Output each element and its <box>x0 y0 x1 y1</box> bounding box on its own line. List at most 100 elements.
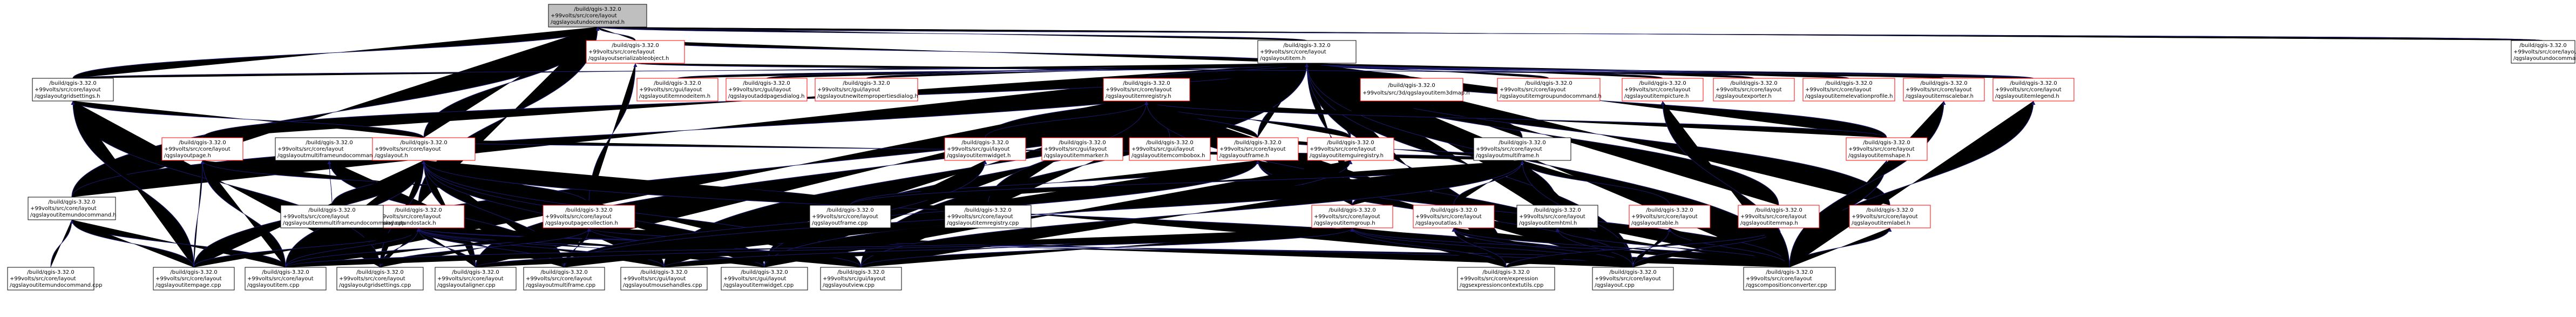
edge-n48-to-n37 <box>1506 227 1781 268</box>
node-box <box>1802 78 1895 102</box>
node-label-line: +99volts/src/core/layout <box>1476 146 1542 152</box>
graph-node[interactable]: /build/qgis-3.32.0+99volts/src/core/layo… <box>153 267 235 291</box>
graph-node[interactable]: /build/qgis-3.32.0+99volts/src/gui/layou… <box>721 267 808 291</box>
graph-node[interactable]: /build/qgis-3.32.0+99volts/src/core/layo… <box>1992 78 2075 102</box>
node-label-line: +99volts/src/core/layout <box>247 276 314 282</box>
node-label-line: /qgslayoutnewitempropertiesdialog.h <box>817 93 918 99</box>
graph-node[interactable]: /build/qgis-3.32.0+99volts/src/core/layo… <box>809 205 891 228</box>
graph-node[interactable]: /build/qgis-3.32.0+99volts/src/core/layo… <box>1103 78 1190 102</box>
node-label-line: /build/qgis-3.32.0 <box>1920 80 1967 86</box>
graph-node[interactable]: /build/qgis-3.32.0+99volts/src/core/layo… <box>1802 78 1895 102</box>
node-label-line: +99volts/src/core/layout <box>1805 87 1872 93</box>
graph-node[interactable]: /build/qgis-3.32.0+99volts/src/core/layo… <box>586 40 685 64</box>
graph-node[interactable]: /build/qgis-3.32.0+99volts/src/core/layo… <box>1473 137 1571 161</box>
graph-node[interactable]: /build/qgis-3.32.0+99volts/src/gui/layou… <box>620 267 708 291</box>
graph-node[interactable]: /build/qgis-3.32.0+99volts/src/core/layo… <box>1629 205 1711 228</box>
node-box <box>1592 267 1674 291</box>
graph-node[interactable]: /build/qgis-3.32.0+99volts/src/core/layo… <box>1738 205 1820 228</box>
node-label-line: /qgslayoutitem.h <box>1260 56 1306 62</box>
node-box <box>1629 205 1711 228</box>
graph-node[interactable]: /build/qgis-3.32.0+99volts/src/core/layo… <box>245 267 327 291</box>
node-label-line: /build/qgis-3.32.0 <box>826 207 873 213</box>
graph-node[interactable]: /build/qgis-3.32.0+99volts/src/core/layo… <box>28 197 117 220</box>
graph-node[interactable]: /build/qgis-3.32.0+99volts/src/core/layo… <box>523 267 605 291</box>
node-label-line: +99volts/src/core/layout <box>30 206 97 212</box>
node-label-line: /qgslayoutitemundocommand.cpp <box>10 282 103 288</box>
graph-node[interactable]: /build/qgis-3.32.0+99volts/src/core/layo… <box>2511 40 2576 64</box>
node-box <box>944 137 1026 161</box>
graph-node[interactable]: /build/qgis-3.32.0+99volts/src/core/layo… <box>1497 78 1602 102</box>
node-label-line: /qgslayoutitempicture.h <box>1624 93 1689 99</box>
graph-node[interactable]: /build/qgis-3.32.0+99volts/src/core/layo… <box>7 267 103 291</box>
node-label-line: /build/qgis-3.32.0 <box>1123 80 1170 86</box>
graph-node[interactable]: /build/qgis-3.32.0+99volts/src/core/layo… <box>944 205 1032 228</box>
graph-node[interactable]: /build/qgis-3.32.0+99volts/src/core/layo… <box>372 205 465 228</box>
graph-node[interactable]: /build/qgis-3.32.0+99volts/src/core/layo… <box>1743 267 1836 291</box>
node-box <box>1738 205 1820 228</box>
node-label-line: /build/qgis-3.32.0 <box>1866 207 1913 213</box>
graph-node[interactable]: /build/qgis-3.32.0+99volts/src/core/layo… <box>1622 78 1704 102</box>
node-label-line: +99volts/src/gui/layout <box>947 146 1010 152</box>
node-label-line: /build/qgis-3.32.0 <box>741 269 788 275</box>
graph-node[interactable]: /build/qgis-3.32.0+99volts/src/gui/layou… <box>1129 137 1211 161</box>
graph-node[interactable]: /build/qgis-3.32.0+99volts/src/core/layo… <box>543 205 635 228</box>
node-label-line: +99volts/src/core/layout <box>1310 146 1376 152</box>
graph-node[interactable]: /build/qgis-3.32.0+99volts/src/core/layo… <box>1413 205 1495 228</box>
node-box <box>2511 40 2575 64</box>
node-label-line: +99volts/src/core/layout <box>1519 214 1585 220</box>
graph-node-root[interactable]: /build/qgis-3.32.0+99volts/src/core/layo… <box>548 4 647 28</box>
graph-node[interactable]: /build/qgis-3.32.0+99volts/src/core/layo… <box>372 137 476 161</box>
node-label-line: +99volts/src/core/layout <box>545 214 612 220</box>
node-label-line: +99volts/src/gui/layout <box>728 87 791 93</box>
graph-node[interactable]: /build/qgis-3.32.0+99volts/src/gui/layou… <box>1041 137 1123 161</box>
graph-node[interactable]: /build/qgis-3.32.0+99volts/src/core/layo… <box>1307 137 1394 161</box>
node-label-line: /qgslayoutitemregistry.h <box>1106 93 1171 99</box>
graph-node[interactable]: /build/qgis-3.32.0+99volts/src/core/layo… <box>1217 137 1299 161</box>
graph-node[interactable]: /build/qgis-3.32.0+99volts/src/core/layo… <box>1516 205 1598 228</box>
graph-node[interactable]: /build/qgis-3.32.0+99volts/src/core/layo… <box>435 267 517 291</box>
node-label-line: /build/qgis-3.32.0 <box>640 269 687 275</box>
node-label-line: +99volts/src/core/layout <box>375 214 441 220</box>
node-label-line: /qgscompositionconverter.cpp <box>1746 282 1827 288</box>
node-box <box>1041 137 1123 161</box>
node-box <box>944 205 1032 228</box>
graph-node[interactable]: /build/qgis-3.32.0+99volts/src/core/layo… <box>1713 78 1795 102</box>
node-label-line: /build/qgis-3.32.0 <box>1327 140 1374 146</box>
graph-node[interactable]: /build/qgis-3.32.0+99volts/src/core/layo… <box>161 137 243 161</box>
node-label-line: +99volts/src/core/layout <box>10 276 76 282</box>
edges <box>50 26 2544 268</box>
graph-node[interactable]: /build/qgis-3.32.0+99volts/src/core/layo… <box>1903 78 1985 102</box>
graph-node[interactable]: /build/qgis-3.32.0+99volts/src/core/layo… <box>1257 40 1357 64</box>
node-label-line: /build/qgis-3.32.0 <box>170 269 217 275</box>
graph-node[interactable]: /build/qgis-3.32.0+99volts/src/core/layo… <box>275 137 384 161</box>
node-label-line: /build/qgis-3.32.0 <box>612 43 659 49</box>
node-box <box>1849 205 1931 228</box>
edge-n8-to-n4 <box>71 100 424 138</box>
graph-node[interactable]: /build/qgis-3.32.0+99volts/src/gui/layou… <box>636 78 718 102</box>
node-label-line: /build/qgis-3.32.0 <box>654 80 701 86</box>
graph-node[interactable]: /build/qgis-3.32.0+99volts/src/gui/layou… <box>726 78 808 102</box>
graph-node[interactable]: /build/qgis-3.32.0+99volts/src/core/expr… <box>1457 267 1555 291</box>
graph-node[interactable]: /build/qgis-3.32.0+99volts/src/gui/layou… <box>815 78 918 102</box>
graph-node[interactable]: /build/qgis-3.32.0+99volts/src/3d/qgslay… <box>1360 78 1470 102</box>
node-label-line: +99volts/src/core/layout <box>339 276 405 282</box>
graph-node[interactable]: /build/qgis-3.32.0+99volts/src/core/layo… <box>280 205 405 228</box>
node-label-line: /build/qgis-3.32.0 <box>1499 140 1545 146</box>
node-box <box>1129 137 1211 161</box>
graph-node[interactable]: /build/qgis-3.32.0+99volts/src/gui/layou… <box>820 267 902 291</box>
edge-n47-to-n33 <box>860 227 1354 268</box>
graph-node[interactable]: /build/qgis-3.32.0+99volts/src/core/layo… <box>1592 267 1674 291</box>
graph-node[interactable]: /build/qgis-3.32.0+99volts/src/core/layo… <box>32 78 114 102</box>
node-label-line: /qgslayoutitemmultiframeundocommand.cpp <box>283 220 405 226</box>
node-label-line: /qgslayoutgridsettings.h <box>35 93 100 99</box>
graph-node[interactable]: /build/qgis-3.32.0+99volts/src/core/layo… <box>1311 205 1393 228</box>
node-label-line: /build/qgis-3.32.0 <box>1863 140 1910 146</box>
graph-node[interactable]: /build/qgis-3.32.0+99volts/src/gui/layou… <box>944 137 1026 161</box>
graph-node[interactable]: /build/qgis-3.32.0+99volts/src/core/layo… <box>1849 205 1931 228</box>
node-label-line: /build/qgis-3.32.0 <box>1730 80 1777 86</box>
graph-node[interactable]: /build/qgis-3.32.0+99volts/src/core/layo… <box>1846 137 1928 161</box>
node-label-line: /build/qgis-3.32.0 <box>48 199 95 205</box>
node-label-line: /qgslayoutitemundocommand.h <box>30 212 117 218</box>
edge-n46-to-n27 <box>764 160 1353 268</box>
graph-node[interactable]: /build/qgis-3.32.0+99volts/src/core/layo… <box>336 267 424 291</box>
